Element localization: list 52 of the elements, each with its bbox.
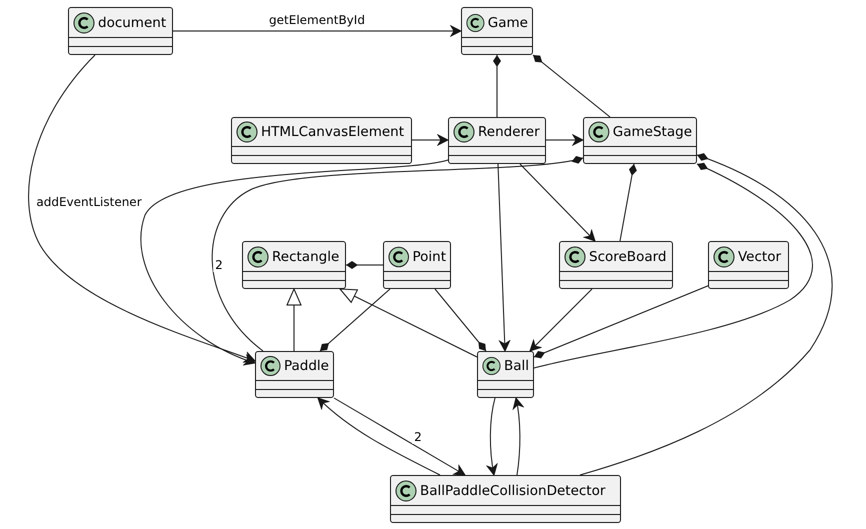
composition-line (580, 153, 833, 476)
class-name: GameStage (612, 124, 692, 140)
arrow (140, 160, 448, 365)
class-box (255, 351, 334, 398)
composition-line (493, 54, 501, 118)
arrow (318, 398, 440, 476)
arrow (520, 164, 596, 242)
edge-label: addEventListener (34, 195, 144, 209)
composition-line (434, 288, 486, 352)
edge-label: 2 (213, 258, 225, 272)
arrow (334, 398, 466, 476)
class-box (583, 117, 697, 164)
class-box (448, 117, 546, 164)
class-box (477, 351, 534, 398)
composition-line (212, 155, 584, 352)
arrow (172, 26, 462, 36)
arrow (286, 288, 302, 352)
class-name: Paddle (284, 358, 329, 374)
class-name: HTMLCanvasElement (261, 124, 404, 140)
edge-label: 2 (412, 430, 424, 444)
arrow (546, 134, 584, 146)
arrow (498, 164, 510, 352)
arrow (486, 398, 498, 476)
composition-line (532, 54, 610, 118)
class-box (559, 241, 673, 289)
class-name: Point (412, 248, 446, 264)
class-name: document (98, 14, 166, 30)
class-name: Rectangle (272, 248, 340, 264)
class-name: Game (488, 14, 528, 30)
arrow (340, 288, 478, 358)
class-name: Vector (738, 248, 782, 264)
class-name: Renderer (478, 124, 540, 140)
class-box (390, 475, 621, 523)
edge-label: getElementById (267, 13, 367, 27)
class-name: Ball (504, 358, 529, 374)
class-box (242, 241, 346, 289)
composition-line (620, 164, 637, 242)
class-name: BallPaddleCollisionDetector (420, 482, 606, 498)
composition-line (534, 162, 813, 368)
class-name: ScoreBoard (589, 248, 666, 264)
arrow (28, 54, 256, 363)
arrow (412, 134, 448, 146)
composition-line (346, 261, 384, 269)
class-box (383, 241, 451, 289)
composition-line (320, 288, 390, 352)
arrow (512, 398, 524, 476)
composition-line (534, 284, 710, 358)
class-box (708, 241, 789, 289)
class-box (68, 7, 173, 55)
class-box (231, 117, 412, 164)
arrow (530, 288, 592, 352)
class-box (461, 7, 533, 55)
